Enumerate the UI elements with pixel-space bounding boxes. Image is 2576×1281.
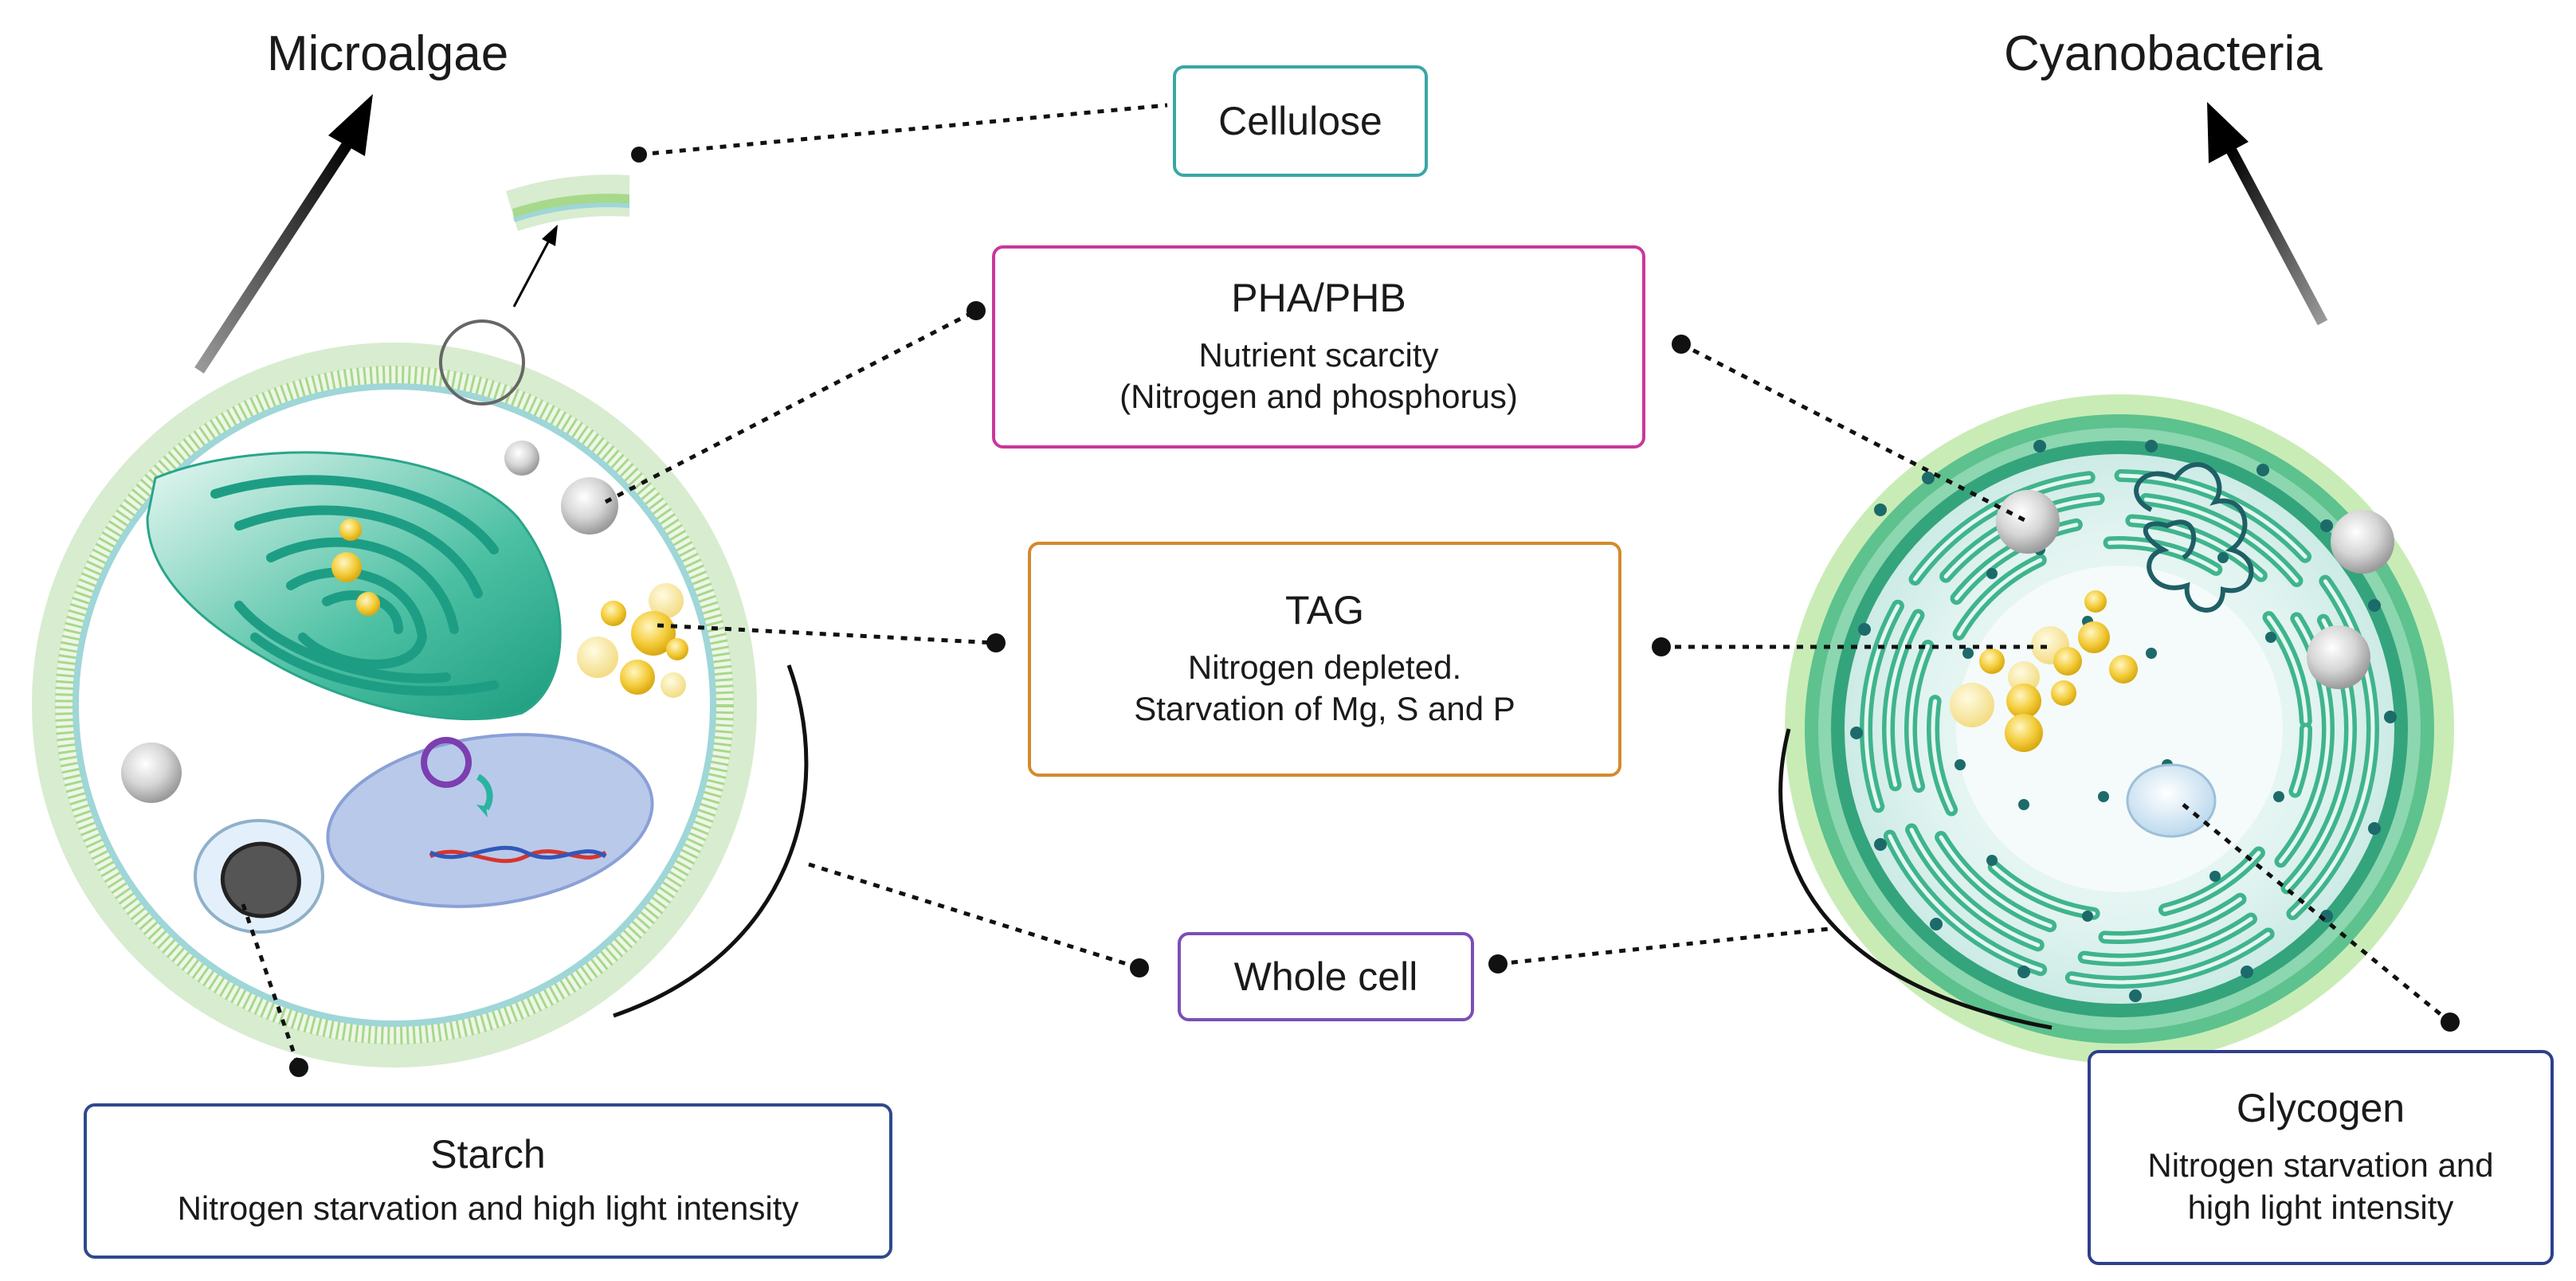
pha-phb-label: PHA/PHB (1231, 275, 1406, 320)
cyanobacteria-arrow (2207, 102, 2328, 326)
cellulose-box: Cellulose (1173, 65, 1428, 177)
connectors (241, 103, 2452, 1068)
nucleoid (2134, 462, 2254, 613)
microalgae-arrow (194, 94, 373, 374)
microalgae-pha-granule (561, 477, 618, 535)
cellulose-label: Cellulose (1218, 98, 1382, 143)
cyano-whole-cell-arc (1778, 728, 2053, 1030)
tag-box: TAG Nitrogen depleted. Starvation of Mg,… (1028, 542, 1621, 777)
cell-wall-zoom-circle (439, 319, 525, 405)
chloroplast (146, 451, 562, 721)
cellulose-wall-inset (506, 174, 630, 231)
glycogen-label: Glycogen (2236, 1086, 2405, 1130)
microalgae-granule-small (504, 441, 539, 476)
cyanobacteria-title: Cyanobacteria (2004, 26, 2323, 81)
starch-label: Starch (430, 1131, 546, 1177)
pha-phb-box: PHA/PHB Nutrient scarcity (Nitrogen and … (992, 245, 1645, 449)
pha-condition-line1: Nutrient scarcity (1198, 335, 1439, 374)
starch-condition: Nitrogen starvation and high light inten… (177, 1189, 799, 1227)
tag-label: TAG (1284, 587, 1365, 633)
glycogen-condition-line2: high light intensity (2187, 1188, 2454, 1226)
starch-granule (194, 819, 324, 934)
microalgae-title: Microalgae (267, 26, 509, 81)
cyano-granule (2307, 625, 2370, 689)
zoom-arrow (512, 238, 551, 308)
glycogen-granule (2126, 763, 2217, 838)
microalgae-granule (121, 742, 182, 803)
cyano-pha-granule (1996, 490, 2060, 554)
starch-box: Starch Nitrogen starvation and high ligh… (84, 1103, 892, 1259)
tag-condition-line1: Nitrogen depleted. (1187, 648, 1462, 686)
tag-condition-line2: Starvation of Mg, S and P (1134, 690, 1515, 727)
cyano-lipid-droplets (1950, 590, 2138, 752)
whole-cell-box: Whole cell (1178, 932, 1474, 1021)
nucleus (326, 733, 654, 908)
connector-endpoints (289, 147, 2460, 1077)
pha-condition-line2: (Nitrogen and phosphorus) (1119, 378, 1518, 415)
whole-cell-label: Whole cell (1233, 954, 1418, 999)
glycogen-box: Glycogen Nitrogen starvation and high li… (2088, 1050, 2554, 1265)
glycogen-condition-line1: Nitrogen starvation and (2147, 1146, 2494, 1184)
microalgae-lipid-droplets (577, 583, 688, 698)
ribosomes (1850, 440, 2397, 1002)
microalgae-whole-cell-arc (613, 664, 809, 1018)
cyanobacteria-cell (1778, 394, 2454, 1064)
cyano-granule (2331, 510, 2394, 574)
microalgae-cell (32, 174, 809, 1068)
